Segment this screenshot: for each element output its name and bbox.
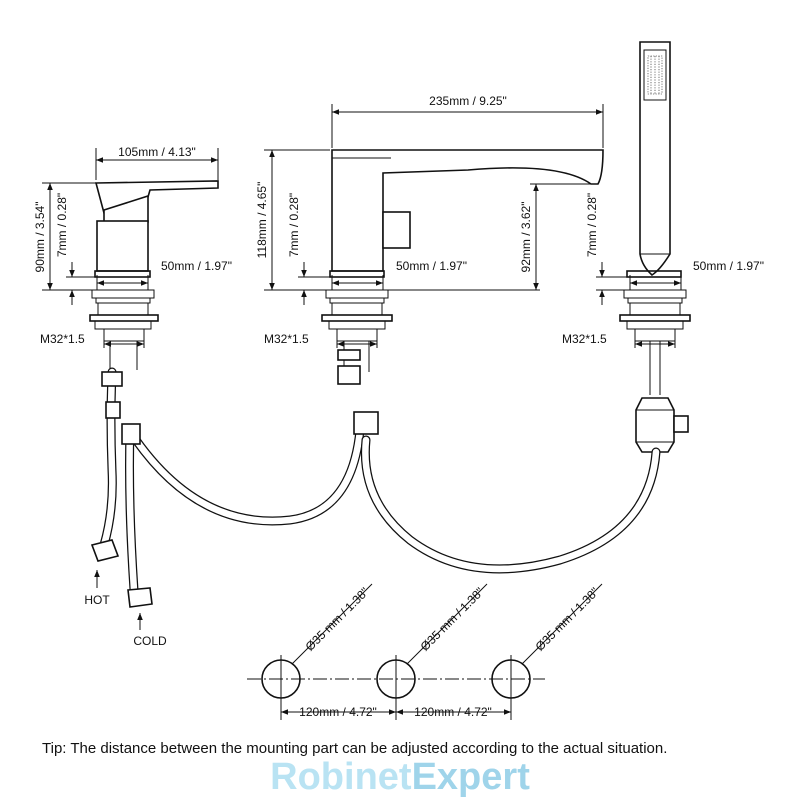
spout-thread-label: M32*1.5 <box>264 332 309 346</box>
shower-base-label: 50mm / 1.97" <box>693 259 764 273</box>
dimension-lines <box>42 104 682 630</box>
spout-gap-label: 7mm / 0.28" <box>287 193 301 257</box>
basin-width-label: 105mm / 4.13" <box>118 145 196 159</box>
logo-part-1: Robinet <box>270 756 412 798</box>
supply-hoses <box>90 349 661 608</box>
basin-thread-label: M32*1.5 <box>40 332 85 346</box>
mixer-tap-body <box>89 180 219 370</box>
hole-1-diameter-label: Ø35 mm / 1.38" <box>303 585 372 654</box>
hot-hose-nut <box>90 539 120 562</box>
brand-logo: RobinetExpert <box>0 756 800 799</box>
basin-base-label: 50mm / 1.97" <box>161 259 232 273</box>
shower-nozzle-pattern <box>647 55 663 95</box>
spout-height-label: 118mm / 4.65" <box>255 182 269 259</box>
hole-2-diameter-label: Ø35 mm / 1.38" <box>418 585 487 654</box>
spacing-1-label: 120mm / 4.72" <box>299 705 377 719</box>
spacing-2-label: 120mm / 4.72" <box>414 705 492 719</box>
spout-outlet-height-label: 92mm / 3.62" <box>519 202 533 273</box>
spout-base-label: 50mm / 1.97" <box>396 259 467 273</box>
spout-length-label: 235mm / 9.25" <box>429 94 507 108</box>
basin-height-label: 90mm / 3.54" <box>33 202 47 273</box>
logo-part-2: Expert <box>411 756 530 798</box>
tip-note: Tip: The distance between the mounting p… <box>42 740 668 757</box>
spout-body <box>321 149 604 372</box>
hole-3-diameter-label: Ø35 mm / 1.38" <box>533 585 602 654</box>
shower-gap-label: 7mm / 0.28" <box>585 193 599 257</box>
mounting-holes <box>247 583 603 720</box>
hot-label: HOT <box>84 593 110 607</box>
hand-shower-body <box>619 41 691 453</box>
basin-gap-label: 7mm / 0.28" <box>55 193 69 257</box>
shower-thread-label: M32*1.5 <box>562 332 607 346</box>
cold-label: COLD <box>133 634 167 648</box>
cold-hose-nut <box>127 587 153 608</box>
